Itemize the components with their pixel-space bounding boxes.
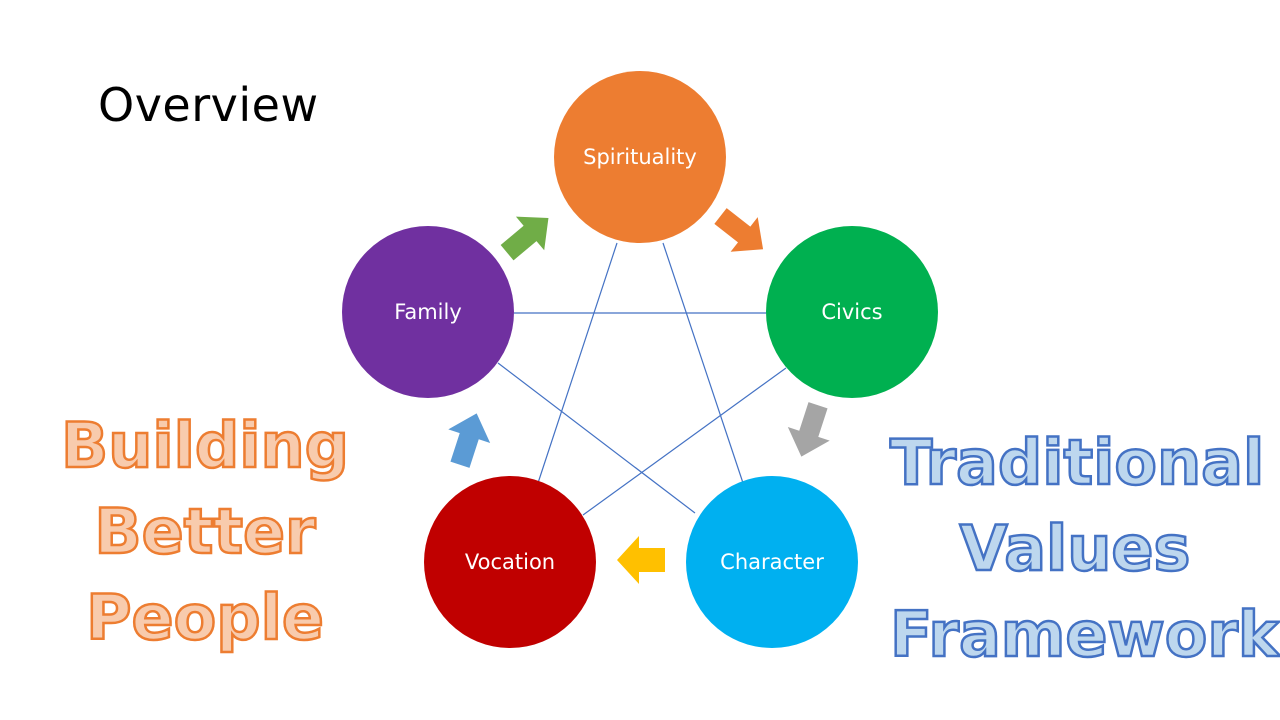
connector-family-character [497,362,696,514]
node-vocation-label: Vocation [464,550,556,574]
slide-title: Overview [98,78,319,132]
arrow-civics-to-character-icon [787,402,830,457]
connector-spirituality-character [662,242,744,484]
right-slogan-line-2: Values [958,511,1191,587]
node-spirituality: Spirituality [554,71,726,243]
connector-spirituality-vocation [537,242,618,484]
left-slogan-line-2: Better [93,494,317,570]
right-slogan-line-1: Traditional [889,425,1266,501]
arrow-spirituality-to-civics-icon [714,208,764,252]
left-slogan-line-1: Building [60,408,351,484]
right-slogan-line-3: Framework [889,597,1280,673]
arrow-family-to-spirituality-icon [500,216,549,261]
node-family-label: Family [394,300,462,324]
arrow-character-to-vocation-icon [617,536,665,584]
node-civics-label: Civics [821,300,883,324]
node-character: Character [686,476,858,648]
connector-civics-vocation [582,367,787,516]
left-slogan: Building Better People [60,403,351,661]
node-vocation: Vocation [424,476,596,648]
arrow-vocation-to-family-icon [448,413,491,468]
right-slogan: Traditional Values Framework [889,420,1280,678]
node-spirituality-label: Spirituality [583,145,697,169]
node-civics: Civics [766,226,938,398]
node-family: Family [342,226,514,398]
node-character-label: Character [720,550,824,574]
left-slogan-line-3: People [85,580,325,656]
